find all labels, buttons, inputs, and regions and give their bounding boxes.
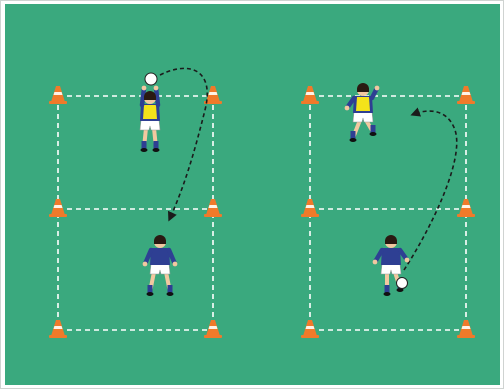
pitch xyxy=(5,4,500,385)
ball xyxy=(397,278,408,289)
ball xyxy=(145,73,157,85)
